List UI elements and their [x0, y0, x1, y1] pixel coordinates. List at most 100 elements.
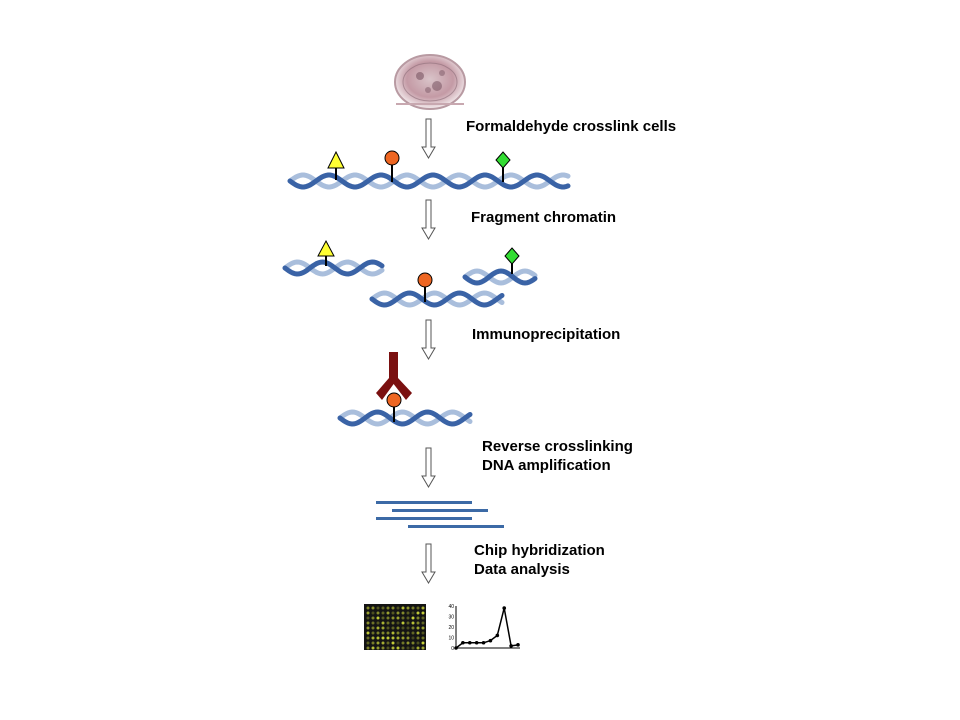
down-arrow-icon: [421, 199, 436, 240]
amplified-dna-fragments: [376, 501, 504, 528]
triangle-protein-marker: [317, 239, 335, 266]
plot-point: [495, 633, 500, 638]
immunoprecipitated-dna-strand: [337, 409, 473, 427]
microarray-spot: [406, 621, 410, 625]
dna-back-strand: [462, 268, 538, 286]
microarray-spot: [376, 621, 380, 625]
microarray-spot: [386, 611, 390, 615]
microarray-chip-icon: [364, 604, 426, 650]
step-label-chip-hybridization: Chip hybridization Data analysis: [474, 541, 605, 579]
fragment-dna-strand: [369, 290, 505, 308]
microarray-spot: [381, 646, 385, 650]
microarray-spot: [421, 631, 425, 635]
microarray-spot: [371, 626, 375, 630]
microarray-spot: [391, 616, 395, 620]
microarray-spot: [406, 616, 410, 620]
step-line: Immunoprecipitation: [472, 326, 621, 343]
microarray-spot: [411, 606, 415, 610]
microarray-spot: [416, 616, 420, 620]
microarray-spot: [401, 606, 405, 610]
fragment-dna-strand: [462, 268, 538, 286]
circle-protein-marker: [386, 392, 402, 422]
microarray-spot: [376, 626, 380, 630]
microarray-spot: [386, 636, 390, 640]
plot-tick-label: 40: [448, 604, 454, 610]
dna-back-strand: [337, 409, 473, 427]
microarray-spot: [416, 636, 420, 640]
microarray-spot: [411, 621, 415, 625]
microarray-spot: [406, 606, 410, 610]
plot-tick-label: 0: [451, 646, 454, 652]
microarray-spot: [416, 606, 420, 610]
microarray-spot: [391, 611, 395, 615]
microarray-spot: [371, 641, 375, 645]
microarray-spot: [401, 641, 405, 645]
step-line: DNA amplification: [482, 457, 611, 474]
dna-front-strand: [462, 268, 538, 286]
microarray-spot: [411, 626, 415, 630]
microarray-spot: [366, 626, 370, 630]
microarray-spot: [406, 641, 410, 645]
microarray-spot: [421, 626, 425, 630]
microarray-spot: [366, 606, 370, 610]
circle-protein-marker: [417, 272, 433, 302]
microarray-spot: [391, 631, 395, 635]
microarray-spot: [386, 646, 390, 650]
microarray-spot: [396, 621, 400, 625]
microarray-spot: [421, 616, 425, 620]
plot-point: [467, 640, 472, 645]
step-line: Data analysis: [474, 561, 570, 578]
microarray-spot: [386, 641, 390, 645]
microarray-spot: [391, 641, 395, 645]
step-line: Reverse crosslinking: [482, 438, 633, 455]
diamond-protein-marker: [495, 151, 511, 182]
microarray-spot: [381, 641, 385, 645]
microarray-spot: [401, 631, 405, 635]
microarray-spot: [376, 611, 380, 615]
step-label-crosslink: Formaldehyde crosslink cells: [466, 117, 676, 136]
microarray-spot: [421, 621, 425, 625]
microarray-spot: [411, 646, 415, 650]
chromatin-dna-strand: [287, 172, 571, 190]
microarray-spot: [391, 646, 395, 650]
dna-front-strand: [282, 259, 385, 277]
microarray-spot: [411, 636, 415, 640]
plot-tick-label: 30: [448, 615, 454, 621]
microarray-spot: [371, 611, 375, 615]
dna-front-strand: [369, 290, 505, 308]
microarray-spot: [371, 616, 375, 620]
microarray-spot: [381, 631, 385, 635]
microarray-spot: [411, 631, 415, 635]
microarray-spot: [396, 641, 400, 645]
microarray-spot: [416, 631, 420, 635]
microarray-spot: [406, 626, 410, 630]
plot-point: [509, 644, 513, 648]
plot-point: [461, 640, 465, 645]
dna-front-strand: [337, 409, 473, 427]
plot-point: [516, 643, 520, 647]
microarray-spot: [416, 611, 420, 615]
microarray-spot: [411, 611, 415, 615]
fragment-dna-strand: [282, 259, 385, 277]
dna-back-strand: [287, 172, 571, 190]
microarray-spot: [421, 611, 425, 615]
microarray-spot: [421, 641, 425, 645]
down-arrow-icon: [421, 319, 436, 360]
microarray-spot: [401, 616, 405, 620]
step-line: Chip hybridization: [474, 542, 605, 559]
microarray-spot: [411, 641, 415, 645]
microarray-spot: [366, 636, 370, 640]
microarray-spot: [416, 646, 420, 650]
microarray-spot: [366, 646, 370, 650]
microarray-spot: [371, 621, 375, 625]
microarray-spot: [416, 626, 420, 630]
microarray-spot: [366, 631, 370, 635]
microarray-spot: [406, 611, 410, 615]
microarray-spot: [386, 626, 390, 630]
microarray-spot: [386, 616, 390, 620]
microarray-spot: [371, 631, 375, 635]
microarray-spot: [376, 606, 380, 610]
microarray-spot: [406, 636, 410, 640]
